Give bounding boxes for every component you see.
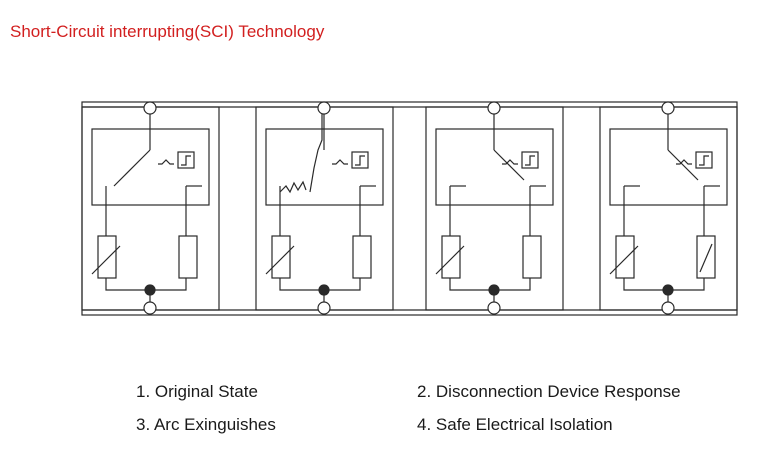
module-4: [599, 101, 738, 315]
module-2: [255, 101, 394, 315]
release-box: [521, 151, 539, 169]
caption-original-state: 1. Original State: [136, 382, 258, 401]
varistor: [615, 235, 635, 279]
switch-blade: [309, 114, 323, 193]
caption-disconnection-response: 2. Disconnection Device Response: [417, 382, 681, 401]
arc-spark: [279, 180, 307, 194]
fuse: [178, 235, 198, 279]
release-box: [695, 151, 713, 169]
bottom-terminal: [661, 301, 675, 315]
top-terminal: [661, 101, 675, 115]
outer-frame: [81, 101, 738, 316]
varistor-slash: [265, 245, 295, 275]
module-1: [81, 101, 220, 315]
varistor: [97, 235, 117, 279]
varistor-slash: [91, 245, 121, 275]
release-step: [181, 155, 191, 166]
modules: [81, 101, 738, 316]
bottom-terminal: [317, 301, 331, 315]
release-step: [699, 155, 709, 166]
switch-blade: [667, 149, 699, 181]
varistor: [271, 235, 291, 279]
caption-arc-extinguishes: 3. Arc Exinguishes: [136, 415, 276, 434]
release-hook: [332, 159, 348, 165]
varistor: [441, 235, 461, 279]
diagram-title: Short-Circuit interrupting(SCI) Technolo…: [10, 22, 325, 41]
module-3: [425, 101, 564, 315]
release-box: [351, 151, 369, 169]
switch-blade: [493, 149, 525, 181]
varistor-slash: [435, 245, 465, 275]
release-step: [525, 155, 535, 166]
top-terminal: [143, 101, 157, 115]
switch-blade: [113, 149, 151, 187]
fuse: [696, 235, 716, 279]
top-terminal: [317, 101, 331, 115]
fuse: [522, 235, 542, 279]
release-hook: [158, 159, 174, 165]
top-terminal: [487, 101, 501, 115]
release-hook: [502, 159, 518, 165]
caption-safe-isolation: 4. Safe Electrical Isolation: [417, 415, 613, 434]
bottom-terminal: [487, 301, 501, 315]
release-box: [177, 151, 195, 169]
fuse: [352, 235, 372, 279]
release-hook: [676, 159, 692, 165]
bottom-terminal: [143, 301, 157, 315]
release-step: [355, 155, 365, 166]
fuse-blown-mark: [699, 243, 713, 273]
varistor-slash: [609, 245, 639, 275]
